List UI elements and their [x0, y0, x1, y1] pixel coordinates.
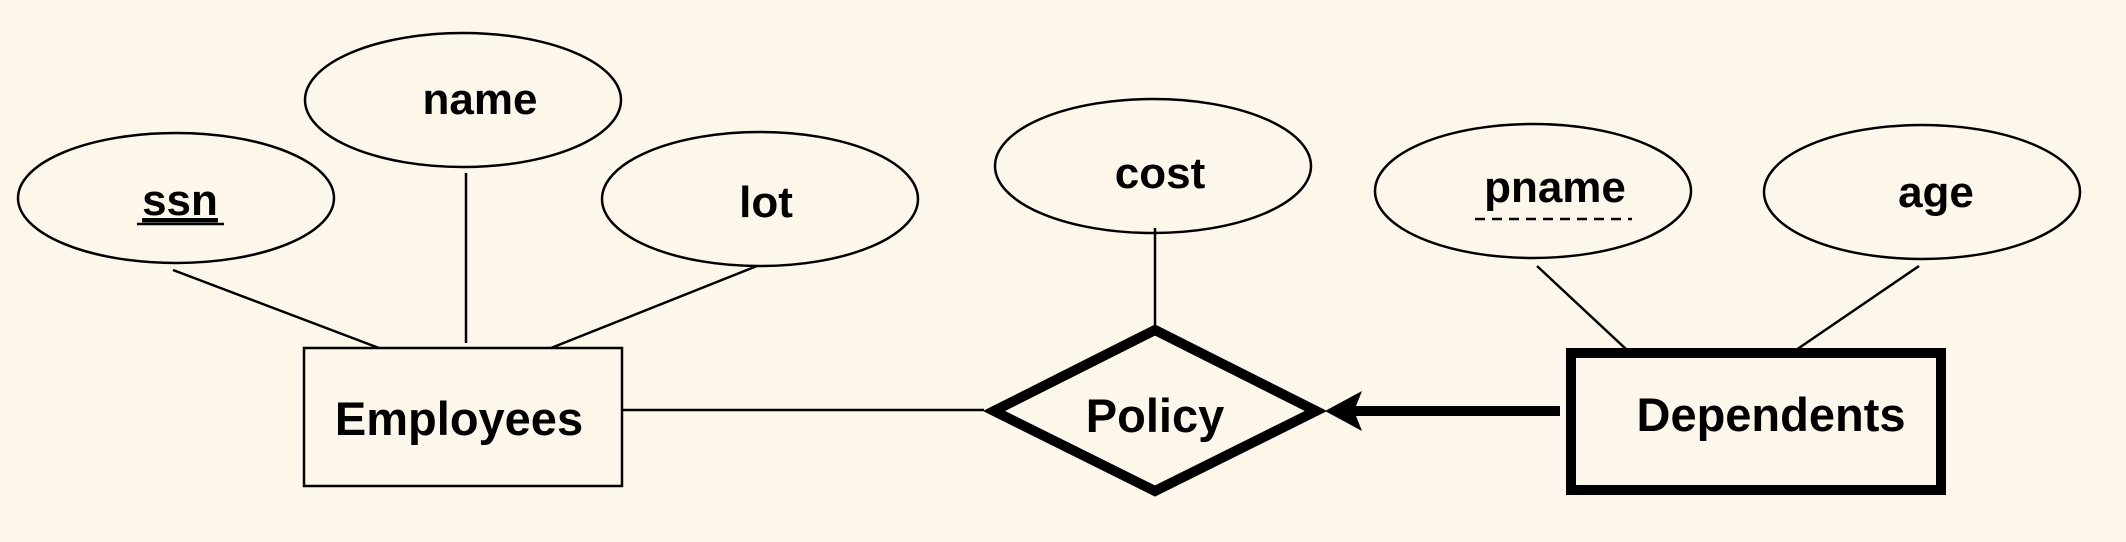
- name-ellipse: [303, 31, 623, 169]
- attribute-cost: cost: [993, 97, 1313, 235]
- attribute-pname: pname: [1373, 122, 1693, 260]
- cost-ellipse: [993, 97, 1313, 235]
- attribute-ssn: ssn: [16, 131, 336, 265]
- attribute-name: name: [303, 31, 623, 169]
- ssn-ellipse: [16, 131, 336, 265]
- ssn-label: ssn: [142, 176, 218, 225]
- name-label: name: [423, 75, 538, 124]
- lot-label: lot: [739, 178, 793, 227]
- employees-box: [302, 346, 624, 488]
- pname-label: pname: [1484, 163, 1626, 212]
- pname-connector: [1536, 265, 1628, 351]
- age-label: age: [1898, 168, 1974, 217]
- attribute-age: age: [1762, 123, 2082, 261]
- pname-ellipse: [1373, 122, 1693, 260]
- entity-employees: Employees: [302, 346, 624, 488]
- employees-label: Employees: [335, 392, 583, 445]
- policy-diamond: [982, 324, 1328, 497]
- ssn-connector: [172, 268, 380, 350]
- relationship-policy: Policy: [982, 324, 1328, 497]
- dependents-box: [1566, 348, 1946, 495]
- age-ellipse: [1762, 123, 2082, 261]
- age-connector: [1795, 264, 1920, 352]
- lot-connector: [550, 264, 758, 350]
- entity-dependents: Dependents: [1566, 348, 1946, 495]
- attribute-lot: lot: [600, 130, 920, 268]
- cost-label: cost: [1115, 149, 1206, 198]
- dependents-label: Dependents: [1637, 388, 1906, 441]
- arrow-head-icon: [1325, 391, 1362, 431]
- lot-ellipse: [600, 130, 920, 268]
- policy-label: Policy: [1086, 389, 1224, 442]
